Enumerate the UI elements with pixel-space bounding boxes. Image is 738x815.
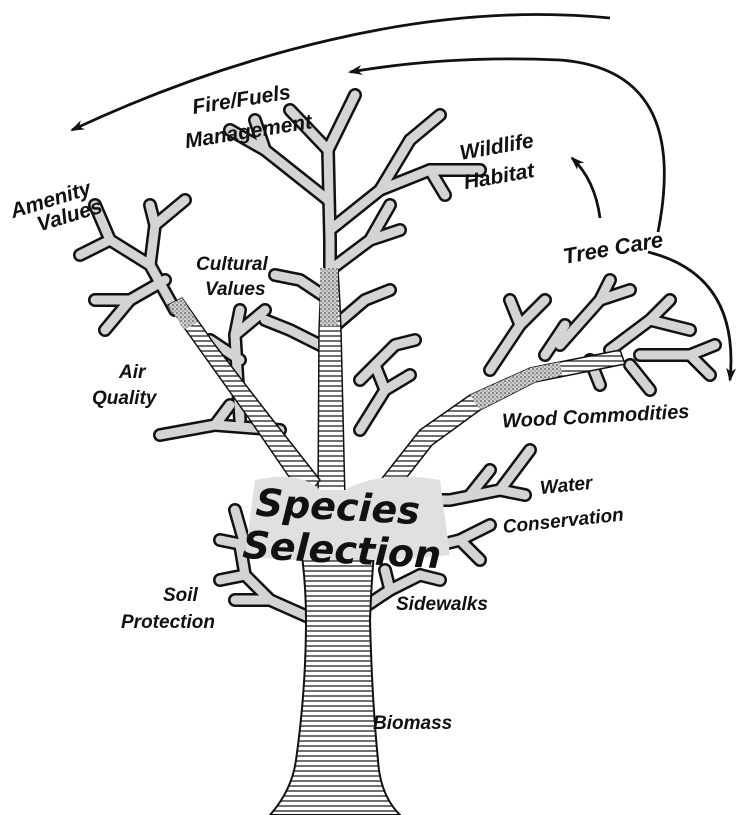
label-cultural-2: Values [205,279,266,300]
label-air-2: Quality [92,388,158,409]
center-label-selection: Selection [242,523,443,577]
arrow-to-wildlife [572,158,600,218]
label-biomass: Biomass [373,713,452,734]
label-water-1: Water [539,473,595,500]
label-cultural-1: Cultural [196,254,269,275]
label-soil-2: Protection [121,612,215,633]
label-sidewalks: Sidewalks [396,594,488,615]
label-wood: Wood Commodities [502,401,690,433]
label-wildlife-1: Wildlife [458,129,536,165]
label-fire-fuels-1: Fire/Fuels [191,81,293,119]
label-water-2: Conservation [502,504,625,538]
label-soil-1: Soil [163,585,199,606]
label-tree-care: Tree Care [561,227,665,269]
label-air-1: Air [118,362,147,383]
